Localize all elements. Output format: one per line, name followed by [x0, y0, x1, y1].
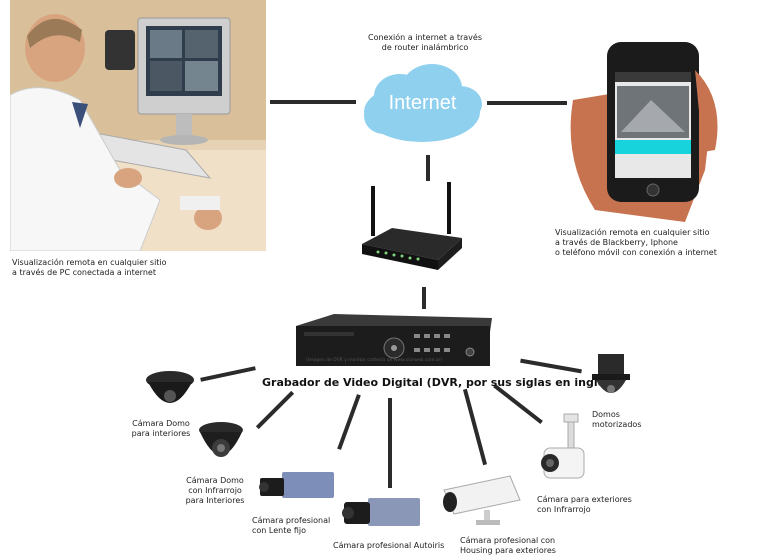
pc-caption: Visualización remota en cualquier sitio … — [12, 258, 167, 278]
caption-domos-motorizados: Domos motorizados — [592, 410, 641, 430]
caption-domo-interiores: Cámara Domo para interiores — [126, 419, 196, 439]
dvr-title: Grabador de Video Digital (DVR, por sus … — [262, 376, 617, 389]
caption-line: Cámara profesional — [252, 516, 331, 525]
router-caption-line: Conexión a internet a través — [367, 33, 482, 42]
caption-line: con Infrarrojo — [537, 505, 591, 514]
pc-user-photo — [10, 0, 266, 251]
bullet-ir-camera-icon — [536, 412, 588, 486]
caption-housing: Cámara profesional con Housing para exte… — [460, 536, 556, 556]
connector-dvr-housing — [462, 388, 488, 466]
router-caption-line: de router inalámbrico — [381, 43, 469, 52]
caption-line: con Lente fijo — [252, 526, 306, 535]
connector-internet-phone — [487, 101, 567, 105]
phone-caption-line: o teléfono móvil con conexión a internet — [555, 248, 717, 257]
caption-line: Cámara profesional con — [460, 536, 556, 545]
internet-label: Internet — [388, 92, 457, 114]
caption-autoiris: Cámara profesional Autoiris — [333, 541, 444, 551]
dvr-device — [294, 312, 494, 370]
pc-caption-line: a través de PC conectada a internet — [12, 268, 156, 277]
caption-domo-infrarrojo: Cámara Domo con Infrarrojo para Interior… — [180, 476, 250, 506]
caption-line: Domos — [592, 410, 620, 419]
phone-photo — [555, 40, 725, 222]
connector-internet-router — [426, 155, 430, 181]
phone-caption-line: a través de Blackberry, Iphone — [555, 238, 678, 247]
connector-dvr-lente-fijo — [337, 394, 361, 450]
caption-line: Cámara profesional Autoiris — [333, 541, 445, 550]
connector-dvr-domo-motorizado — [520, 358, 582, 374]
caption-line: para interiores — [131, 429, 191, 438]
caption-line: Housing para exteriores — [460, 546, 556, 555]
dvr-credit: (Imagen de DVR y monitor cortesía de www… — [306, 358, 443, 363]
caption-line: Cámara Domo — [186, 476, 244, 485]
box-camera-autoiris-icon — [342, 494, 422, 532]
caption-line: para Interiores — [185, 496, 245, 505]
phone-caption-line: Visualización remota en cualquier sitio — [555, 228, 710, 237]
phone-caption: Visualización remota en cualquier sitio … — [555, 228, 717, 258]
housing-camera-icon — [440, 470, 524, 528]
connector-dvr-domo-interiores — [200, 366, 256, 382]
connector-dvr-autoiris — [388, 398, 392, 488]
pc-caption-line: Visualización remota en cualquier sitio — [12, 258, 167, 267]
connector-router-dvr — [422, 287, 426, 309]
caption-exteriores: Cámara para exteriores con Infrarrojo — [537, 495, 632, 515]
caption-line: con Infrarrojo — [188, 486, 242, 495]
caption-line: motorizados — [592, 420, 642, 429]
box-camera-fixed-lens-icon — [258, 468, 336, 504]
router-caption: Conexión a internet a través de router i… — [366, 33, 484, 53]
dome-camera-icon — [144, 368, 196, 416]
ptz-dome-camera-icon — [588, 352, 634, 404]
wireless-router — [358, 182, 464, 282]
ir-dome-camera-icon — [196, 420, 246, 470]
internet-cloud: Internet — [360, 60, 485, 150]
connector-dvr-domo-infrarrojo — [255, 390, 295, 430]
caption-line: Cámara para exteriores — [537, 495, 632, 504]
connector-pc-internet — [270, 100, 356, 104]
caption-lente-fijo: Cámara profesional con Lente fijo — [252, 516, 330, 536]
caption-line: Cámara Domo — [132, 419, 190, 428]
